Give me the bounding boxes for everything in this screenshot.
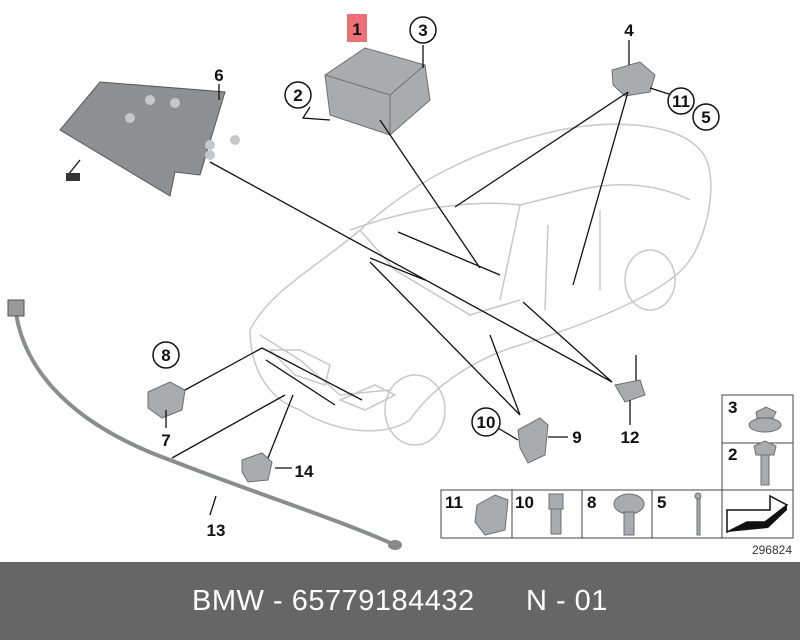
part-8-sensor: [147, 381, 186, 419]
parts-diagram: 1 3 2 4 11 5 6 8 7 10 9 12 14 13 3 2 11 …: [7, 14, 794, 557]
part-6-mat: [59, 81, 240, 197]
legend-8: 8: [587, 493, 596, 512]
legend-3: 3: [728, 398, 737, 417]
part-4-sensor: [611, 61, 656, 97]
callout-13: 13: [207, 521, 226, 540]
variant-text: N - 01: [525, 584, 608, 617]
legend-2: 2: [728, 445, 737, 464]
callout-11: 11: [672, 92, 690, 111]
callout-5: 5: [701, 108, 710, 127]
callout-1-highlight: [347, 14, 367, 42]
callout-10: 10: [477, 413, 496, 432]
callout-8: 8: [161, 346, 170, 365]
part-number-text: BMW - 65779184432: [192, 584, 475, 617]
diagram-number: 296824: [752, 543, 792, 557]
callout-12: 12: [621, 428, 640, 447]
callout-7: 7: [161, 431, 170, 450]
fastener-legend: 3 2 11 10 8 5: [440, 394, 794, 539]
callout-14: 14: [295, 462, 314, 481]
car-outline: [249, 123, 712, 446]
part-14-sensor: [241, 452, 273, 483]
part-1-control-unit: [324, 47, 431, 136]
legend-5: 5: [657, 493, 666, 512]
part-9-sensor: [517, 417, 549, 464]
legend-11: 11: [445, 493, 463, 512]
footer-gap: [475, 585, 526, 618]
part-12-sensor: [614, 355, 646, 403]
part-number-footer: BMW - 65779184432 N - 01: [0, 562, 800, 640]
callout-3: 3: [418, 21, 427, 40]
legend-10: 10: [515, 493, 534, 512]
callout-1: 1: [352, 20, 361, 39]
part-13-cable: [7, 299, 402, 550]
leader-lines: [165, 40, 673, 516]
callout-2: 2: [293, 86, 302, 105]
callout-9: 9: [572, 428, 581, 447]
callout-4: 4: [624, 21, 634, 40]
callout-6: 6: [214, 66, 223, 85]
